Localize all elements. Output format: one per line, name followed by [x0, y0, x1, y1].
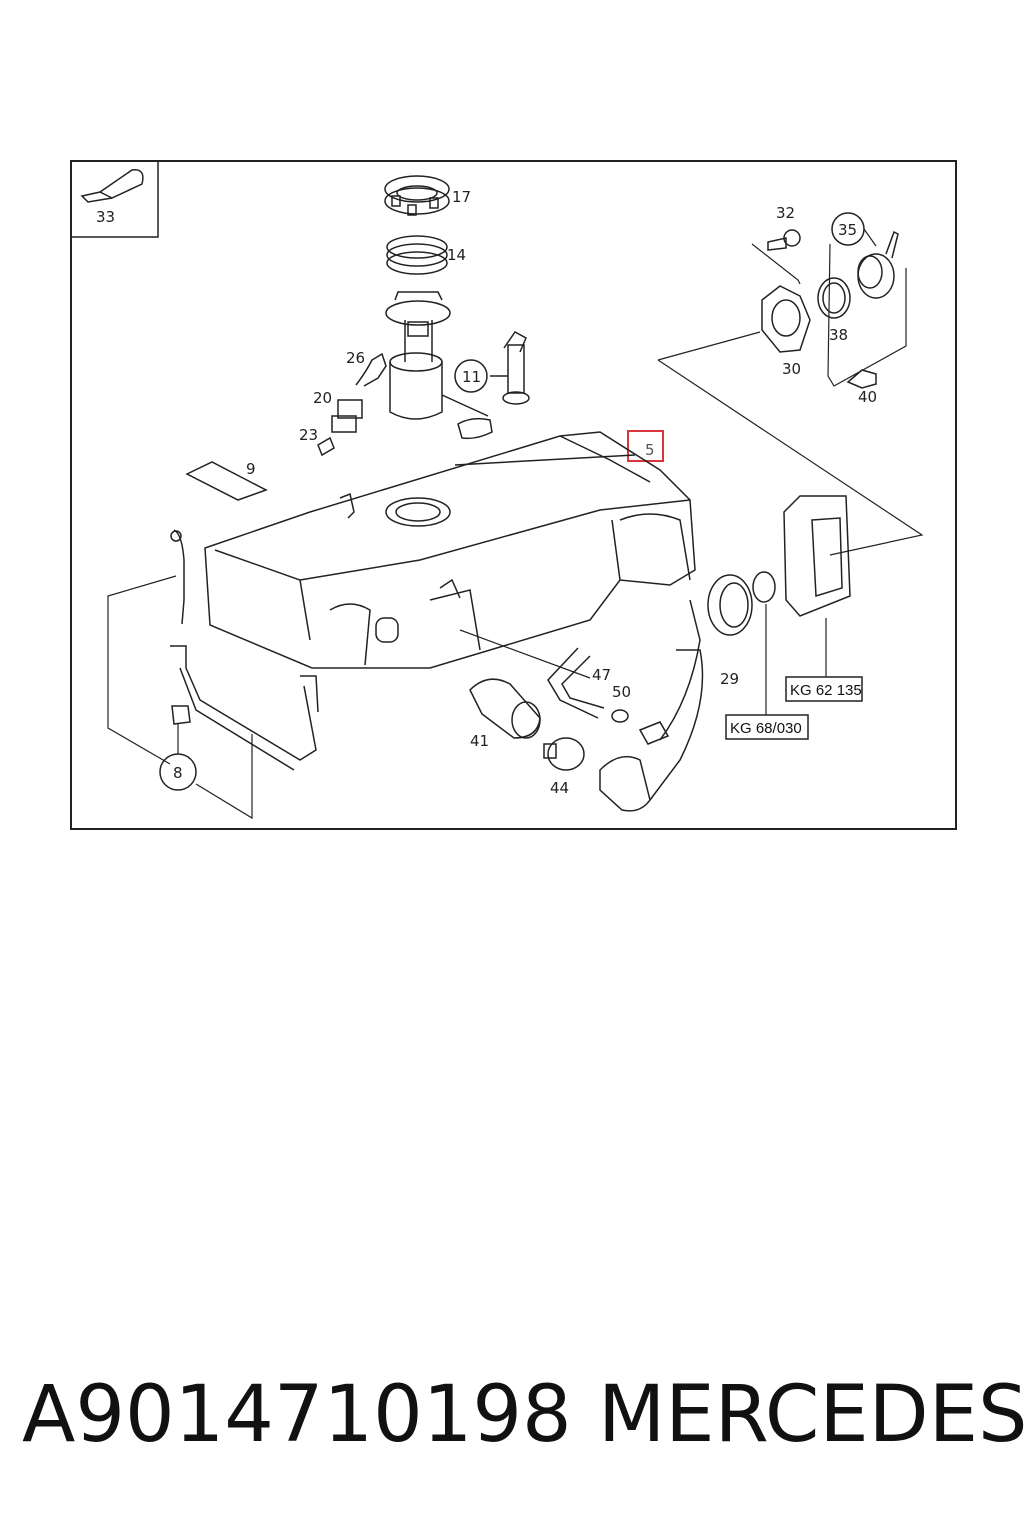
part-number: A9014710198 [22, 1370, 572, 1460]
fuel-sender-part [490, 331, 530, 405]
leader-35 [863, 228, 877, 247]
fuel-pump-module-part [385, 291, 493, 440]
callout-26: 26 [346, 349, 365, 367]
clamp-part [543, 737, 585, 771]
callout-8: 8 [173, 764, 183, 782]
callout-circle-11 [454, 359, 488, 393]
callout-14: 14 [447, 246, 466, 264]
reference-kg1: KG 62 135 [790, 682, 862, 699]
gasket-part [817, 277, 851, 319]
clip-part [846, 369, 877, 389]
reference-box-kg1 [785, 676, 863, 702]
pad-part [185, 461, 268, 501]
callout-20: 20 [313, 389, 332, 407]
callout-38: 38 [829, 326, 848, 344]
callout-17: 17 [452, 188, 471, 206]
callout-33: 33 [96, 208, 115, 226]
leader-8-left [107, 575, 177, 765]
callout-40: 40 [858, 388, 877, 406]
filler-neck-part [761, 285, 811, 353]
callout-35: 35 [838, 221, 857, 239]
leader-30-group [657, 331, 761, 361]
callout-30: 30 [782, 360, 801, 378]
tank-strap-part [170, 529, 319, 771]
reference-box-kg2 [725, 714, 809, 740]
callout-5: 5 [645, 441, 655, 459]
diagram-frame [70, 160, 957, 830]
footer: A9014710198 MERCEDES [0, 1370, 1024, 1470]
hose-clamp-part [611, 709, 629, 723]
fuel-cap-part [857, 230, 899, 299]
valve-part [317, 436, 335, 457]
reference-kg2: KG 68/030 [730, 720, 802, 737]
leader-47 [459, 629, 591, 679]
inset-box-33 [71, 161, 159, 238]
wiring-harness-part [355, 352, 387, 387]
callout-44: 44 [550, 779, 569, 797]
leader-bracket-35 [751, 243, 801, 285]
fuel-hose-part [469, 678, 541, 739]
fuel-tank-exploded-diagram: 33 17 14 26 11 [70, 160, 957, 830]
connector-part [331, 399, 363, 433]
callout-11: 11 [462, 368, 481, 386]
lock-ring-part [384, 175, 450, 216]
brand-name: MERCEDES [598, 1370, 1024, 1460]
callout-47: 47 [592, 666, 611, 684]
callout-circle-8 [159, 753, 197, 791]
callout-32: 32 [776, 204, 795, 222]
fuel-tank-part [204, 431, 696, 669]
bolt-part [767, 229, 801, 251]
leader-tank-group [657, 359, 924, 556]
callout-23: 23 [299, 426, 318, 444]
callout-9: 9 [246, 460, 256, 478]
callout-29: 29 [720, 670, 739, 688]
vent-hose-part [547, 647, 605, 719]
cable-tie-part [80, 169, 144, 203]
seal-ring-part [386, 235, 448, 275]
filler-housing-part [783, 495, 851, 617]
washer-part [752, 571, 776, 603]
callout-41: 41 [470, 732, 489, 750]
filler-pipe-part [599, 574, 753, 812]
leader-8-right [195, 734, 253, 820]
callout-50: 50 [612, 683, 631, 701]
leader-bracket-35b [827, 243, 907, 387]
